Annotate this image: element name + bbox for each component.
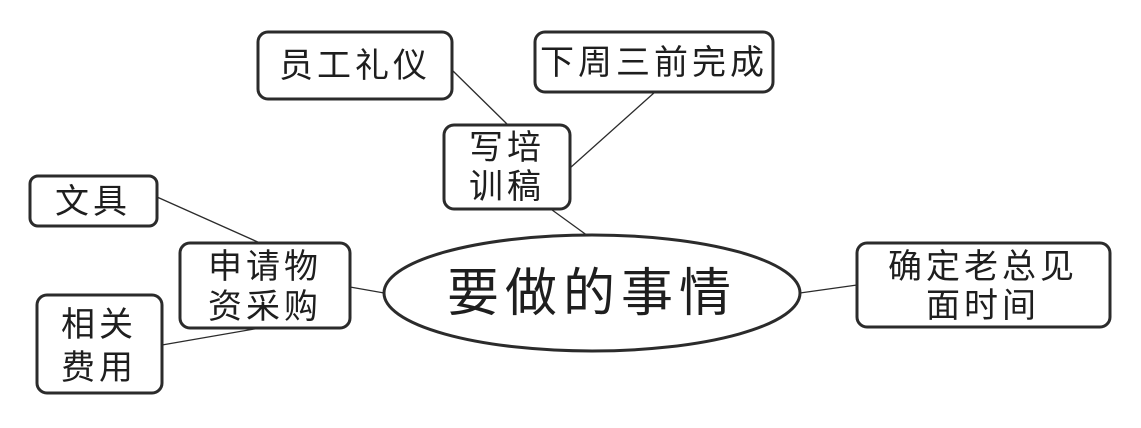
connector-write-training-to-employee-etiquette — [451, 69, 509, 126]
node-employee-etiquette-box — [256, 30, 454, 101]
connector-write-training-to-finish-next-week — [569, 91, 656, 169]
central-topic-ellipse — [382, 233, 802, 353]
node-related-costs-box — [35, 293, 164, 395]
node-related-costs-line2: 费用 — [61, 348, 137, 388]
connector-center-to-boss-meeting — [799, 284, 858, 294]
node-boss-meeting[interactable]: 确定老总见 面时间 — [855, 241, 1112, 329]
node-finish-next-week-box — [533, 30, 775, 94]
node-stationery-box — [28, 174, 159, 228]
node-boss-meeting-line1: 确定老总见 — [888, 247, 1078, 287]
node-apply-supplies[interactable]: 申请物 资采购 — [178, 241, 352, 330]
connector-center-to-write-training — [547, 206, 589, 237]
node-employee-etiquette[interactable]: 员工礼仪 — [256, 30, 454, 101]
node-stationery-label: 文具 — [55, 182, 131, 222]
node-finish-next-week-label: 下周三前完成 — [540, 43, 768, 83]
central-topic-label: 要做的事情 — [447, 264, 737, 324]
connectors — [156, 69, 858, 346]
node-boss-meeting-box — [855, 241, 1112, 329]
node-boss-meeting-line2: 面时间 — [926, 286, 1040, 326]
node-write-training[interactable]: 写培 训稿 — [442, 123, 572, 211]
node-apply-supplies-line2: 资采购 — [208, 287, 322, 327]
node-employee-etiquette-label: 员工礼仪 — [279, 46, 431, 86]
node-related-costs[interactable]: 相关 费用 — [35, 293, 164, 395]
central-topic[interactable]: 要做的事情 — [382, 233, 802, 353]
connector-apply-supplies-to-stationery — [156, 196, 261, 244]
node-related-costs-line1: 相关 — [61, 305, 137, 345]
node-apply-supplies-box — [178, 241, 352, 330]
node-write-training-box — [442, 123, 572, 211]
node-write-training-line2: 训稿 — [469, 167, 545, 207]
node-apply-supplies-line1: 申请物 — [208, 247, 322, 287]
node-stationery[interactable]: 文具 — [28, 174, 159, 228]
connector-center-to-apply-supplies — [349, 286, 385, 294]
node-finish-next-week[interactable]: 下周三前完成 — [533, 30, 775, 94]
connector-apply-supplies-to-related-costs — [161, 327, 261, 346]
node-write-training-line1: 写培 — [469, 128, 545, 168]
